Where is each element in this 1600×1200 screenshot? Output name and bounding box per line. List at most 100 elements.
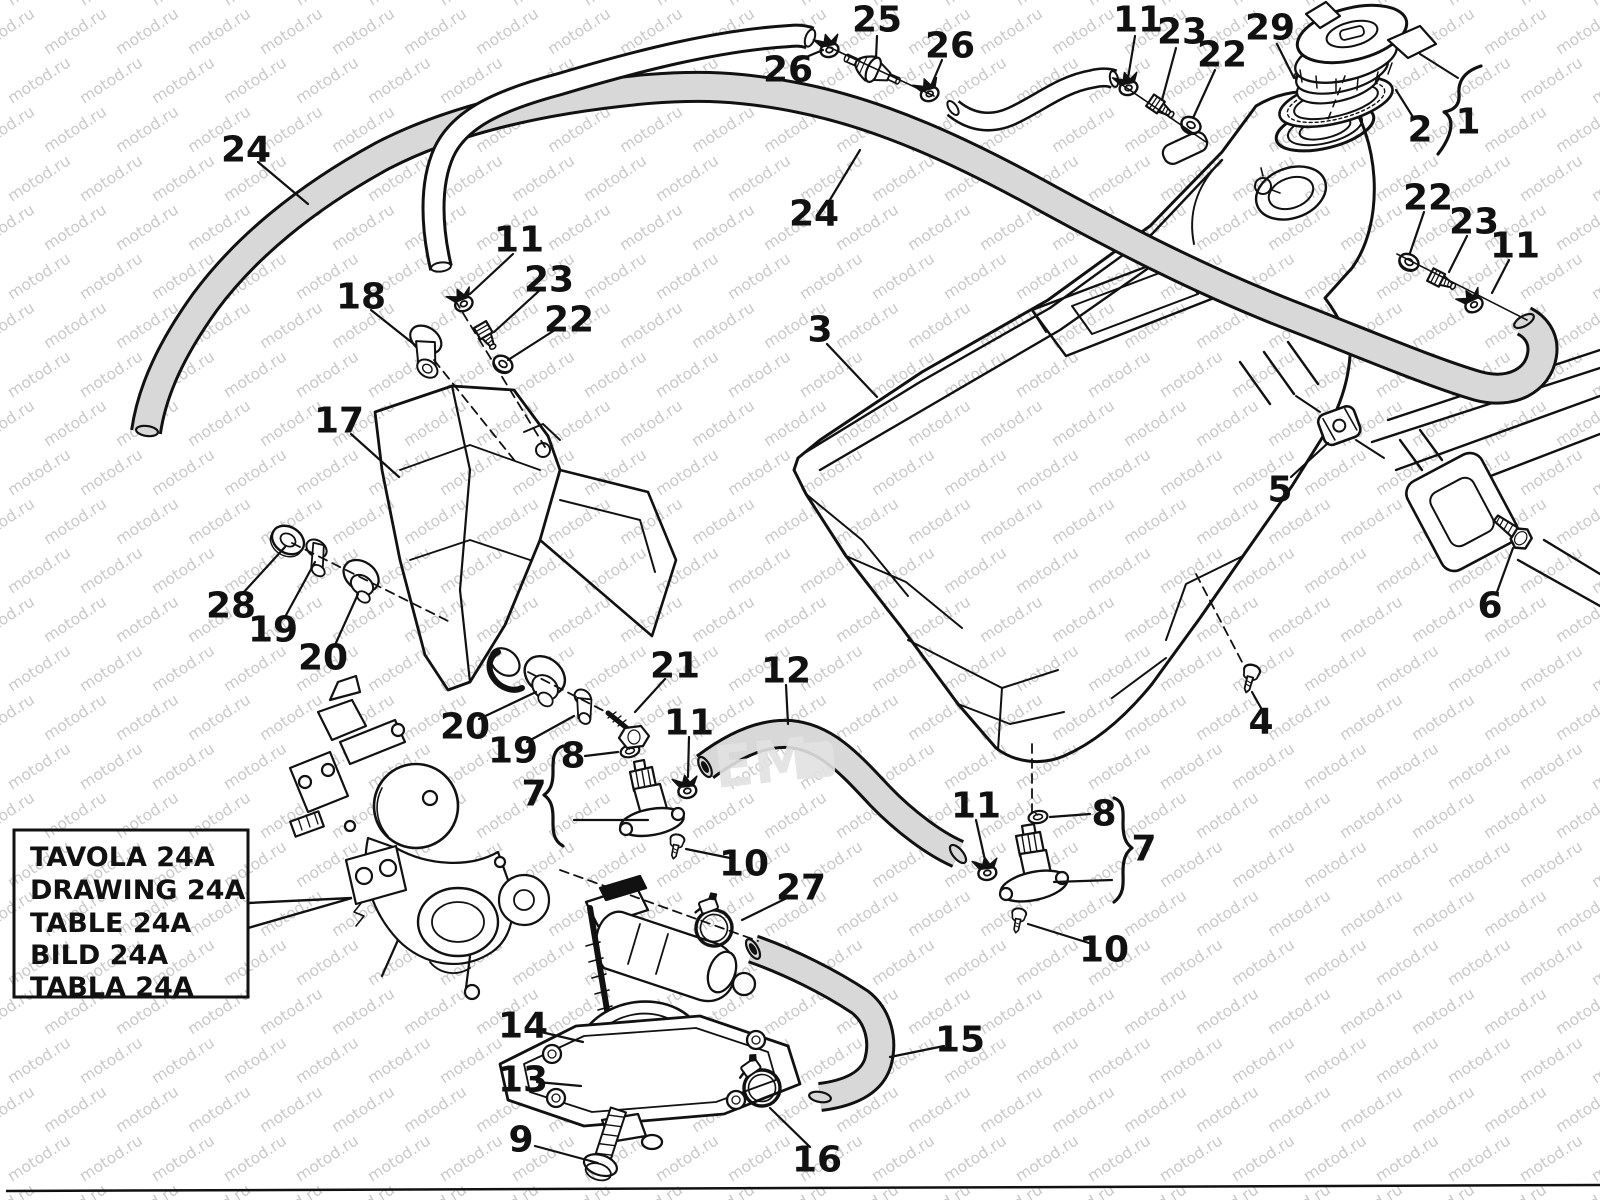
watermark-text: motod.ru [328, 1083, 397, 1137]
watermark-text: motod.ru [1552, 5, 1600, 59]
watermark-text: motod.ru [940, 250, 1009, 304]
part-label-27: 27 [776, 868, 826, 909]
watermark-text: motod.ru [1444, 642, 1513, 696]
part-label-20: 20 [298, 638, 348, 679]
watermark-text: motod.ru [0, 691, 38, 745]
watermark-text: motod.ru [1516, 1034, 1585, 1088]
watermark-text: motod.ru [1156, 0, 1225, 9]
watermark-text: motod.ru [580, 446, 649, 500]
leader-line-22 [1191, 68, 1217, 120]
leader-line-19 [283, 560, 317, 619]
watermark-text: motod.ru [1228, 1132, 1297, 1186]
watermark-text: motod.ru [1048, 397, 1117, 451]
watermark-text: motod.ru [724, 348, 793, 402]
watermark-text: motod.ru [1156, 348, 1225, 402]
leader-line-19 [525, 714, 576, 744]
leader-line-15 [888, 1044, 946, 1059]
watermark-text: motod.ru [1264, 1181, 1333, 1200]
watermark-text: motod.ru [976, 593, 1045, 647]
part-label-11: 11 [1113, 0, 1163, 41]
watermark-text: motod.ru [220, 54, 289, 108]
leader-line-28 [241, 545, 287, 595]
watermark-text: motod.ru [688, 299, 757, 353]
leader-line-22 [506, 326, 560, 362]
fuel-cap-assembly [1278, 0, 1483, 156]
watermark-text: motod.ru [1048, 593, 1117, 647]
frame-mount-plate [1405, 451, 1519, 573]
leader-line-18 [369, 308, 417, 347]
watermark-text: motod.ru [1048, 103, 1117, 157]
watermark-text: motod.ru [1444, 838, 1513, 892]
watermark-text: motod.ru [1480, 985, 1549, 1039]
brace-part-1 [1436, 64, 1483, 156]
watermark-text: motod.ru [1048, 5, 1117, 59]
leader-line-26 [797, 48, 825, 62]
watermark-text: motod.ru [868, 446, 937, 500]
part-label-11: 11 [1490, 226, 1540, 267]
watermark-text: motod.ru [1372, 1132, 1441, 1186]
watermark-text: motod.ru [1408, 691, 1477, 745]
watermark-text: motod.ru [1516, 642, 1585, 696]
watermark-text: motod.ru [832, 887, 901, 941]
watermark-text: motod.ru [0, 838, 2, 892]
watermark-text: motod.ru [940, 1132, 1009, 1186]
watermark-text: motod.ru [40, 201, 109, 255]
watermark-text: motod.ru [724, 250, 793, 304]
watermark-text: motod.ru [1192, 201, 1261, 255]
watermark-text: motod.ru [472, 495, 541, 549]
watermark-text: motod.ru [688, 1181, 757, 1200]
leader-lines [241, 34, 1515, 1165]
watermark-text: motod.ru [4, 152, 73, 206]
watermark-text: motod.ru [0, 1132, 2, 1186]
watermark-text: motod.ru [0, 250, 2, 304]
watermark-text: motod.ru [1480, 691, 1549, 745]
watermark-text: motod.ru [1372, 740, 1441, 794]
watermark-text: motod.ru [1444, 0, 1513, 9]
watermark-text: motod.ru [0, 740, 2, 794]
watermark-text: motod.ru [220, 348, 289, 402]
damper-5 [1295, 395, 1385, 459]
title-block-callout [247, 896, 353, 930]
watermark-text: motod.ru [940, 544, 1009, 598]
watermark-text: motod.ru [472, 5, 541, 59]
watermark-text: motod.ru [148, 1132, 217, 1186]
part-label-19: 19 [248, 610, 298, 651]
watermark-text: motod.ru [976, 397, 1045, 451]
watermark-text: motod.ru [1588, 838, 1600, 892]
watermark-text: motod.ru [148, 152, 217, 206]
leader-line-20 [477, 690, 538, 721]
watermark-text: motod.ru [1588, 1034, 1600, 1088]
watermark-text: motod.ru [1264, 887, 1333, 941]
watermark-text: motod.ru [1048, 495, 1117, 549]
watermark-text: motod.ru [1300, 642, 1369, 696]
watermark-text: motod.ru [76, 446, 145, 500]
watermark-text: motod.ru [688, 495, 757, 549]
watermark-text: motod.ru [1552, 201, 1600, 255]
watermark-text: motod.ru [688, 593, 757, 647]
leader-line-20 [333, 592, 360, 647]
leader-line-12 [784, 683, 790, 726]
title-line-table: TABLE 24A [30, 908, 191, 939]
watermark-text: motod.ru [1516, 0, 1585, 9]
leader-line-3 [825, 342, 879, 399]
watermark-text: motod.ru [580, 250, 649, 304]
watermark-text: motod.ru [1156, 446, 1225, 500]
watermark-text: motod.ru [1408, 593, 1477, 647]
watermark-text: motod.ru [724, 544, 793, 598]
watermark-text: motod.ru [436, 0, 505, 9]
watermark-text: motod.ru [220, 740, 289, 794]
watermark-text: motod.ru [976, 1083, 1045, 1137]
watermark-text: motod.ru [1156, 642, 1225, 696]
watermark-text: motod.ru [0, 789, 38, 843]
watermark-text: motod.ru [1192, 1181, 1261, 1200]
watermark-text: motod.ru [328, 5, 397, 59]
part-label-23: 23 [524, 260, 574, 301]
watermark-text: motod.ru [40, 103, 109, 157]
brace-part-7-right [1112, 796, 1134, 904]
watermark-text: motod.ru [724, 446, 793, 500]
watermark-text: motod.ru [1588, 250, 1600, 304]
watermark-text: motod.ru [1192, 1083, 1261, 1137]
watermark-text: motod.ru [76, 1034, 145, 1088]
watermark-text: motod.ru [652, 1132, 721, 1186]
watermark-text: motod.ru [1120, 397, 1189, 451]
